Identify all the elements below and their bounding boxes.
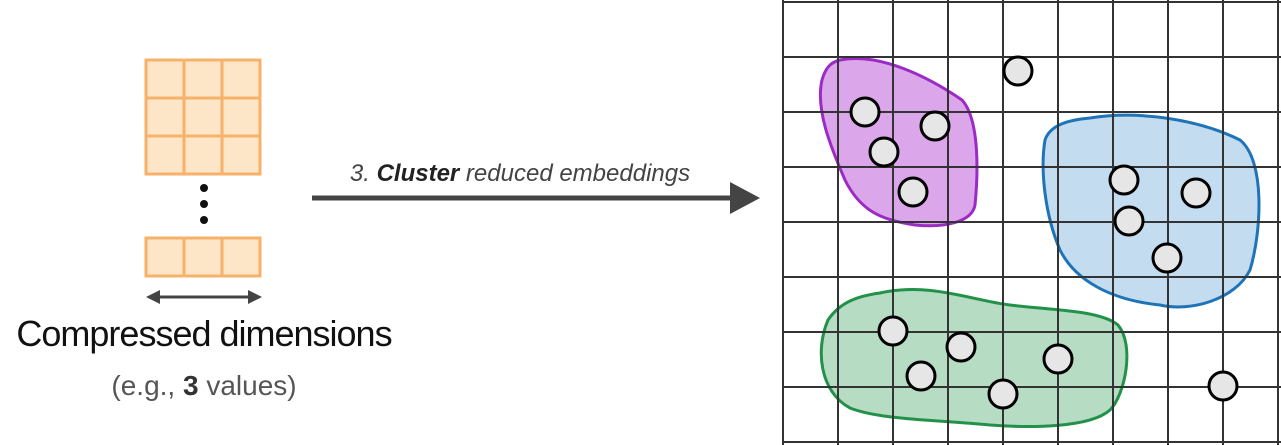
point-purple bbox=[849, 96, 881, 128]
ellipsis-dots bbox=[200, 184, 208, 224]
ellipsis-dot bbox=[200, 184, 208, 192]
matrix-cell bbox=[182, 58, 224, 100]
point-green bbox=[905, 360, 937, 392]
point-purple bbox=[897, 176, 929, 208]
ellipsis-dot bbox=[200, 216, 208, 224]
point-green bbox=[877, 315, 909, 347]
dimension-width-arrow bbox=[146, 290, 262, 304]
matrix-cell bbox=[144, 236, 186, 278]
matrix-cell bbox=[182, 96, 224, 138]
step-arrow: 3. Cluster reduced embeddings bbox=[312, 160, 760, 214]
point-purple bbox=[919, 110, 951, 142]
caption-title: Compressed dimensions bbox=[16, 313, 391, 354]
cluster-region-blue bbox=[1041, 113, 1261, 309]
matrix-cell bbox=[220, 58, 262, 100]
compressed-matrix bbox=[144, 58, 262, 304]
point-outlier bbox=[1002, 55, 1034, 87]
arrowhead-left-icon bbox=[146, 290, 160, 304]
point-purple bbox=[868, 136, 900, 168]
arrow-label: 3. Cluster reduced embeddings bbox=[350, 160, 690, 187]
point-outlier bbox=[1207, 370, 1239, 402]
matrix-cell bbox=[144, 96, 186, 138]
matrix-cell bbox=[220, 96, 262, 138]
cluster-region-green bbox=[819, 288, 1129, 428]
matrix-cell bbox=[144, 58, 186, 100]
ellipsis-dot bbox=[200, 200, 208, 208]
data-points bbox=[849, 55, 1239, 410]
point-blue bbox=[1151, 242, 1183, 274]
point-blue bbox=[1108, 164, 1140, 196]
matrix-cell bbox=[144, 134, 186, 176]
matrix-cell bbox=[220, 236, 262, 278]
embedding-space bbox=[782, 0, 1281, 445]
matrix-bottom-row bbox=[144, 236, 262, 278]
point-green bbox=[987, 378, 1019, 410]
point-green bbox=[1042, 343, 1074, 375]
arrowhead-right-icon bbox=[730, 182, 760, 214]
caption-subtitle: (e.g., 3 values) bbox=[111, 370, 296, 401]
grid-lines bbox=[782, 0, 1281, 445]
arrowhead-right-icon bbox=[248, 290, 262, 304]
matrix-cell bbox=[220, 134, 262, 176]
point-green bbox=[945, 331, 977, 363]
point-blue bbox=[1180, 177, 1212, 209]
matrix-cell bbox=[182, 134, 224, 176]
point-blue bbox=[1113, 205, 1145, 237]
matrix-cell bbox=[182, 236, 224, 278]
cluster-region-purple bbox=[818, 57, 979, 228]
matrix-top-block bbox=[144, 58, 262, 176]
